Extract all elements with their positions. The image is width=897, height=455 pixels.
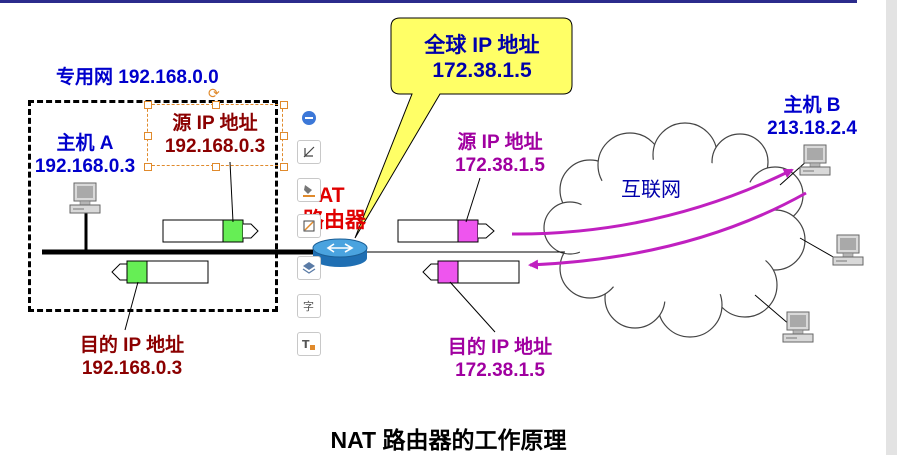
internet-host-computer-icon (832, 234, 864, 266)
resize-handle[interactable] (144, 101, 152, 109)
internet-host-computer-icon (782, 311, 814, 343)
src-ip-outside-label: 源 IP 地址 172.38.1.5 (440, 131, 560, 177)
host-b-label: 主机 B 213.18.2.4 (752, 94, 872, 140)
svg-text:T: T (302, 338, 310, 351)
scrollbar[interactable] (886, 0, 897, 455)
resize-handle[interactable] (280, 132, 288, 140)
crop-icon[interactable] (297, 140, 321, 164)
host-a-label: 主机 A 192.168.0.3 (30, 132, 140, 178)
pointer-src-inside (229, 161, 234, 223)
dst-ip-inside-label: 目的 IP 地址 192.168.0.3 (62, 334, 202, 380)
pointer-src-outside (465, 177, 481, 223)
src-ip-outside-value: 172.38.1.5 (455, 155, 545, 176)
rotate-icon[interactable]: ⟳ (208, 85, 220, 101)
layers-icon[interactable] (297, 256, 321, 280)
resize-handle[interactable] (144, 132, 152, 140)
resize-handle[interactable] (280, 101, 288, 109)
internet-cloud (543, 122, 806, 338)
dst-ip-outside-label: 目的 IP 地址 172.38.1.5 (425, 336, 575, 382)
header-rule (0, 0, 857, 3)
private-net-label: 专用网 192.168.0.0 (56, 67, 219, 88)
diagram-title: NAT 路由器的工作原理 (330, 427, 567, 453)
host-b-computer-icon (799, 144, 831, 176)
resize-handle[interactable] (144, 163, 152, 171)
packet-outside-outbound (397, 219, 495, 243)
text-icon[interactable]: 字 (297, 294, 321, 318)
flow-arrow-outbound (511, 168, 794, 236)
global-ip-title: 全球 IP 地址 (424, 34, 540, 57)
dst-ip-outside-value: 172.38.1.5 (455, 360, 545, 381)
host-a-ip: 192.168.0.3 (34, 156, 136, 177)
pointer-dst-outside (449, 281, 496, 333)
resize-handle[interactable] (212, 163, 220, 171)
host-a-name: 主机 A (56, 133, 114, 154)
packet-inside-outbound (162, 219, 259, 243)
text-format-icon[interactable]: T (297, 332, 321, 356)
dst-ip-inside-title: 目的 IP 地址 (79, 335, 185, 356)
resize-handle[interactable] (212, 101, 220, 109)
internet-label: 互联网 (621, 179, 681, 201)
flow-arrow-inbound (528, 191, 807, 270)
fill-icon[interactable] (297, 178, 321, 202)
global-ip-value: 172.38.1.5 (432, 59, 532, 82)
global-ip-callout (354, 17, 573, 239)
host-b-name: 主机 B (783, 95, 841, 116)
svg-text:字: 字 (303, 299, 314, 313)
global-ip-label: 全球 IP 地址 172.38.1.5 (396, 33, 568, 83)
resize-handle[interactable] (280, 163, 288, 171)
nat-router-icon (312, 238, 368, 267)
src-ip-inside-title: 源 IP 地址 (172, 113, 258, 134)
src-ip-inside-value: 192.168.0.3 (164, 136, 266, 157)
host-2-link (799, 237, 836, 259)
host-3-link (754, 294, 791, 326)
src-ip-inside-label: 源 IP 地址 192.168.0.3 (150, 112, 280, 158)
dst-ip-inside-value: 192.168.0.3 (81, 358, 183, 379)
dst-ip-outside-title: 目的 IP 地址 (447, 337, 553, 358)
pointer-dst-inside (124, 281, 139, 331)
packet-outside-inbound (422, 260, 520, 284)
packet-inside-inbound (111, 260, 209, 284)
host-b-ip: 213.18.2.4 (767, 118, 857, 139)
collapse-icon[interactable] (297, 106, 321, 130)
host-b-link (779, 159, 809, 186)
outline-icon[interactable] (297, 214, 321, 238)
private-network-boundary (28, 100, 278, 312)
src-ip-outside-title: 源 IP 地址 (457, 132, 543, 153)
